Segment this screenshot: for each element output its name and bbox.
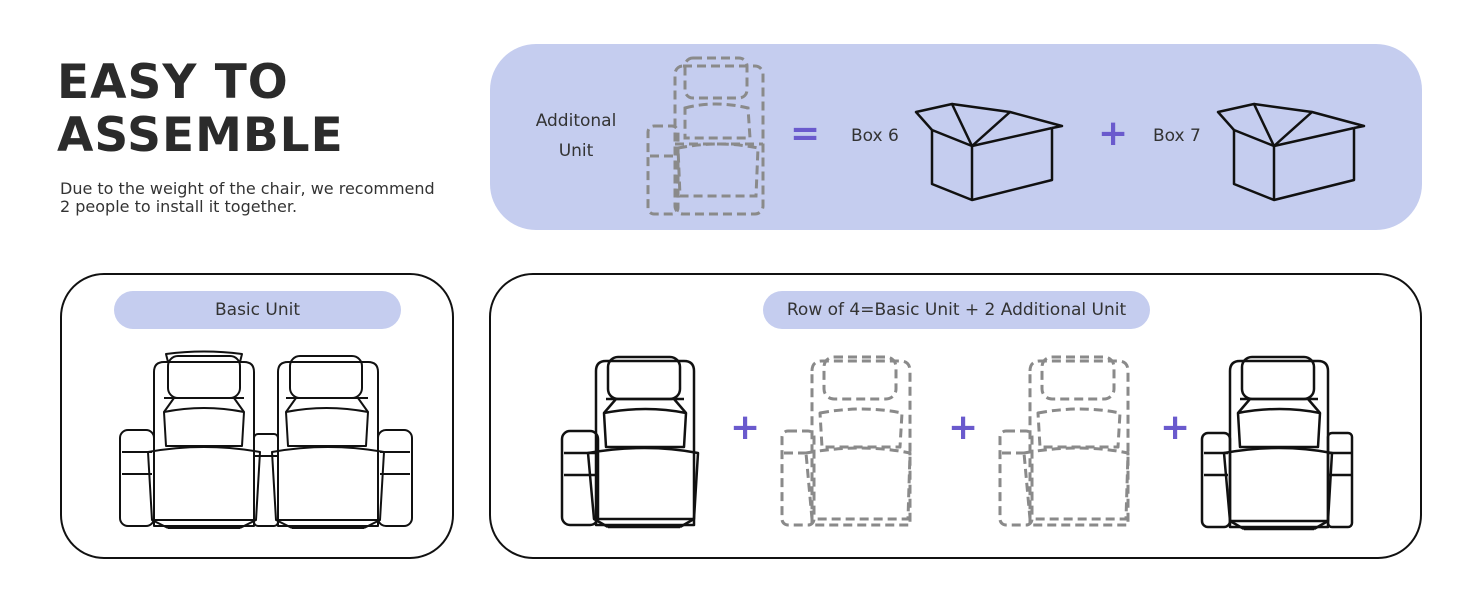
row-plus-3: + [1160,407,1191,448]
box-7-label: Box 7 [1153,126,1201,146]
equals-sign: = [790,113,821,154]
row-of-4-label: Row of 4=Basic Unit + 2 Additional Unit [763,291,1150,329]
additional-unit-panel [490,44,1422,230]
basic-unit-two-chairs-icon [119,350,413,529]
box-7-icon [1216,102,1366,202]
page-title: EASY TO ASSEMBLE [57,56,344,162]
subtitle-line-2: 2 people to install it together. [60,197,298,216]
title-line-1: EASY TO [57,55,289,110]
row-plus-1: + [730,407,761,448]
box-6-label: Box 6 [851,126,899,146]
row-chair-2-icon [780,355,912,527]
row-chair-1-icon [560,355,700,529]
row-chair-4-icon [1200,355,1354,531]
row-plus-2: + [948,407,979,448]
subtitle-line-1: Due to the weight of the chair, we recom… [60,179,435,198]
additional-label-line-2: Unit [558,141,594,161]
row-chair-3-icon [998,355,1130,527]
subtitle: Due to the weight of the chair, we recom… [60,180,480,216]
plus-sign: + [1098,113,1129,154]
title-line-2: ASSEMBLE [57,108,344,163]
additional-label-line-1: Additonal [535,111,617,131]
additional-chair-icon [646,56,765,216]
additional-unit-label: Additonal Unit [530,106,622,166]
box-6-icon [914,102,1064,202]
basic-unit-label: Basic Unit [114,291,401,329]
